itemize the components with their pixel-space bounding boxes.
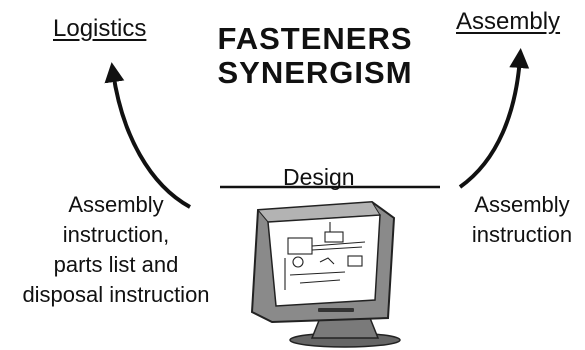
title-line-1: FASTENERS: [217, 21, 413, 56]
right-text-line-2: instruction: [471, 222, 573, 247]
node-design: Design: [283, 164, 355, 190]
technical-drawing-icon: [284, 222, 366, 290]
left-text-line-3: parts list and: [53, 252, 179, 277]
arrow-to-assembly: [458, 48, 530, 189]
node-logistics: Logistics: [53, 15, 147, 42]
arrow-to-logistics: [104, 62, 191, 209]
node-assembly: Assembly: [456, 8, 561, 35]
diagram-title: FASTENERS SYNERGISM: [210, 22, 420, 90]
computer-monitor-icon: [250, 200, 401, 348]
left-text-line-1: Assembly: [68, 192, 164, 217]
title-line-2: SYNERGISM: [217, 55, 413, 90]
right-description: Assembly instruction: [462, 190, 582, 250]
left-description: Assembly instruction, parts list and dis…: [0, 190, 232, 310]
left-text-line-2: instruction,: [62, 222, 170, 247]
right-text-line-1: Assembly: [474, 192, 570, 217]
left-text-line-4: disposal instruction: [22, 282, 210, 307]
